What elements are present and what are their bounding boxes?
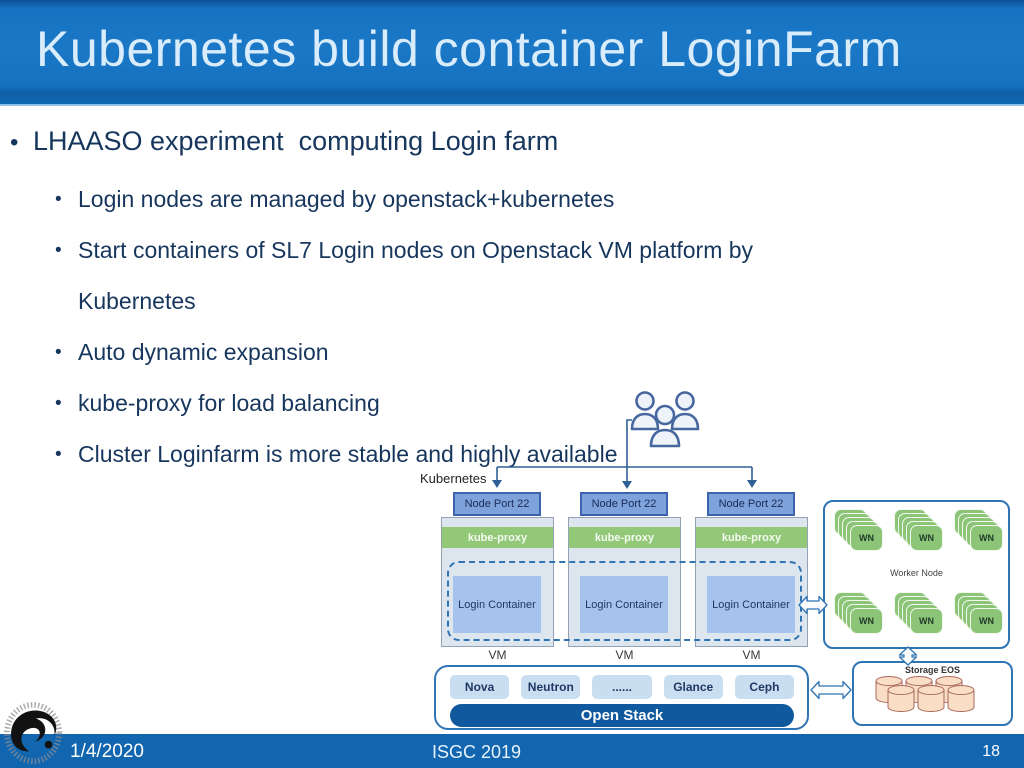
wn-stack: WN — [894, 509, 944, 553]
bullet-icon: • — [55, 444, 62, 465]
wn-label: WN — [910, 525, 943, 551]
ihep-logo — [4, 702, 63, 764]
wn-stack: WN — [894, 592, 944, 636]
main-bullet-text: LHAASO experiment computing Login farm — [33, 126, 559, 156]
double-arrow-openstack-storage — [810, 680, 852, 700]
wn-label: WN — [850, 525, 883, 551]
sub-bullet-text: Start containers of SL7 Login nodes on O… — [78, 237, 754, 314]
storage-eos-label: Storage EOS — [904, 665, 960, 675]
vm-label: VM — [615, 648, 634, 662]
pod-network-dashed-border — [447, 561, 802, 641]
vm-label: VM — [742, 648, 761, 662]
footer-page-number: 18 — [982, 743, 1000, 760]
openstack-services: Nova Neutron ...... Glance Ceph — [450, 675, 795, 699]
node-port-box: Node Port 22 — [453, 492, 541, 516]
double-arrow-worker-storage — [898, 646, 918, 666]
list-item: • Start containers of SL7 Login nodes on … — [55, 225, 855, 327]
login-container-box: Login Container — [453, 576, 541, 633]
bullet-icon: • — [55, 189, 62, 210]
worker-node-label: Worker Node — [890, 568, 943, 578]
wn-label: WN — [970, 525, 1003, 551]
bullet-icon: • — [55, 393, 62, 414]
service-chip: Ceph — [734, 675, 795, 699]
sub-bullet-text: Login nodes are managed by openstack+kub… — [78, 186, 615, 212]
service-chip: Nova — [450, 675, 510, 699]
vm-panel — [441, 517, 554, 647]
storage-eos-box: Storage EOS — [852, 661, 1013, 726]
service-chip: ...... — [592, 675, 652, 699]
list-item: • Auto dynamic expansion — [55, 327, 855, 378]
sub-bullet-text: kube-proxy for load balancing — [78, 390, 380, 416]
worker-node-box: WN WN WN Worker Node WN WN WN — [823, 500, 1010, 649]
slide-title: Kubernetes build container LoginFarm — [36, 21, 902, 77]
double-arrow-login-worker — [798, 595, 828, 615]
slide-header: Kubernetes build container LoginFarm — [0, 0, 1024, 106]
list-item: • Cluster Loginfarm is more stable and hi… — [55, 429, 855, 480]
sub-bullet-text: Cluster Loginfarm is more stable and hig… — [78, 441, 618, 467]
openstack-box: Nova Neutron ...... Glance Ceph Open Sta… — [434, 665, 809, 730]
sub-bullet-text: Auto dynamic expansion — [78, 339, 329, 365]
footer-bar: 1/4/2020 ISGC 2019 18 — [0, 734, 1024, 768]
wn-stack: WN — [954, 592, 1004, 636]
wn-label: WN — [850, 608, 883, 634]
arrowhead-left — [492, 480, 502, 488]
service-chip: Neutron — [521, 675, 581, 699]
vm-label: VM — [488, 648, 507, 662]
node-port-box: Node Port 22 — [707, 492, 795, 516]
kube-proxy-bar: kube-proxy — [442, 527, 553, 548]
kube-proxy-bar: kube-proxy — [569, 527, 680, 548]
bullet-icon: • — [55, 342, 62, 363]
bullet-icon: • — [10, 129, 19, 156]
wn-stack: WN — [954, 509, 1004, 553]
list-item: • kube-proxy for load balancing — [55, 378, 855, 429]
sub-bullet-list: • Login nodes are managed by openstack+ku… — [55, 174, 855, 480]
wn-stack: WN — [834, 509, 884, 553]
wn-label: WN — [910, 608, 943, 634]
footer-date: 1/4/2020 — [70, 741, 144, 762]
kube-proxy-bar: kube-proxy — [696, 527, 807, 548]
vm-panel — [568, 517, 681, 647]
storage-cylinders-icon — [875, 676, 975, 712]
arrowhead-right — [747, 480, 757, 488]
bullet-icon: • — [55, 240, 62, 261]
arrowhead-middle — [622, 481, 632, 489]
openstack-platform-bar: Open Stack — [450, 704, 794, 727]
footer-conference: ISGC 2019 — [432, 742, 522, 762]
main-bullet: • LHAASO experiment computing Login farm — [10, 126, 558, 160]
login-container-box: Login Container — [707, 576, 795, 633]
list-item: • Login nodes are managed by openstack+ku… — [55, 174, 855, 225]
login-container-box: Login Container — [580, 576, 668, 633]
wn-label: WN — [970, 608, 1003, 634]
wn-stack: WN — [834, 592, 884, 636]
node-port-box: Node Port 22 — [580, 492, 668, 516]
vm-panel — [695, 517, 808, 647]
service-chip: Glance — [663, 675, 723, 699]
